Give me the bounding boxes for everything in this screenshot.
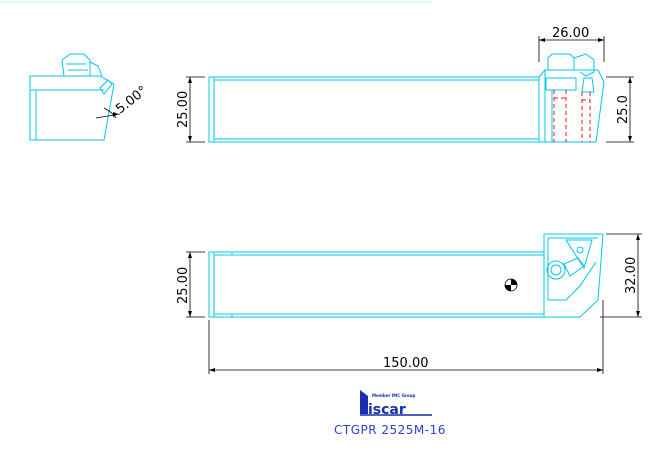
- dimension-plan-height-left: 25.00: [176, 267, 191, 304]
- dimension-top-height-right: 25.0: [616, 95, 631, 124]
- dimension-head-width: 26.00: [552, 26, 589, 41]
- dimension-top-height-left: 25.00: [176, 91, 191, 128]
- end-view: 5.00°: [29, 53, 150, 141]
- logo-tagline: Member IMC Group: [372, 393, 415, 398]
- part-number: CTGPR 2525M-16: [334, 423, 446, 437]
- dimension-plan-height-right: 32.00: [624, 257, 639, 294]
- plan-view: 25.00 32.00 150.00: [176, 233, 642, 374]
- iscar-logo: Member IMC Group iscar: [360, 390, 432, 418]
- logo-wordmark: iscar: [368, 402, 406, 418]
- dimension-overall-length: 150.00: [383, 356, 429, 371]
- sheet-frame: [0, 0, 431, 3]
- side-view-top: 26.00 25.00 25.0: [176, 26, 634, 143]
- dimension-angle: 5.00°: [113, 84, 150, 118]
